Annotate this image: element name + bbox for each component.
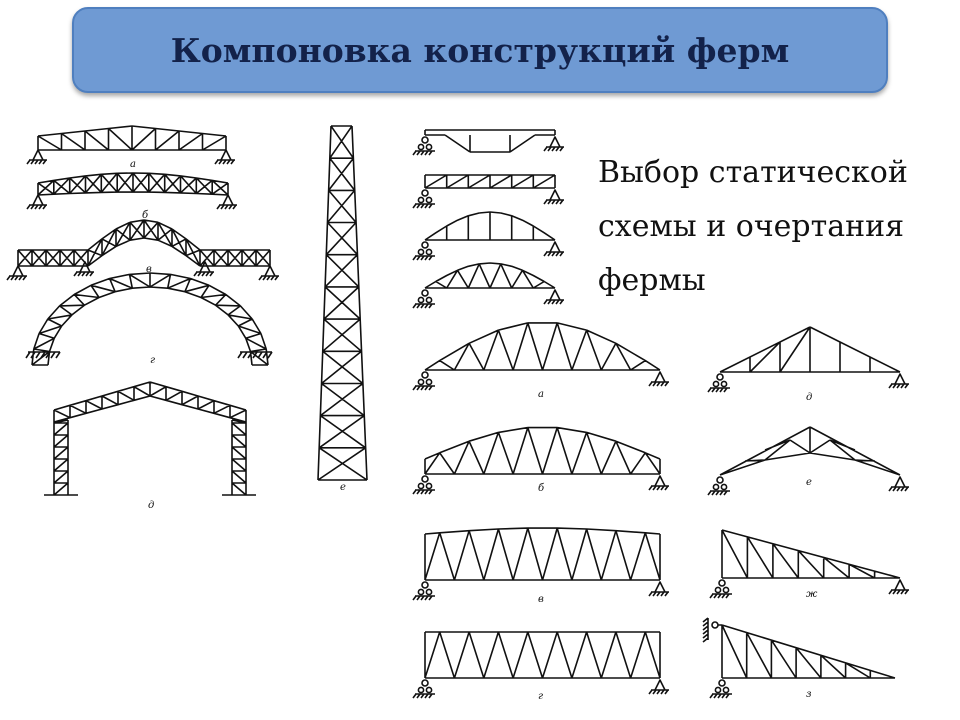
description-line-3: фермы [598, 263, 706, 298]
right-label-a: а [538, 389, 544, 400]
support-roller [421, 679, 429, 687]
support-roller [417, 588, 425, 596]
support-roller [714, 686, 722, 694]
left-label-e: е [340, 482, 346, 493]
support-roller [417, 296, 425, 304]
support-roller [421, 475, 429, 483]
right-label-g: г [538, 691, 543, 702]
support-roller [425, 196, 433, 204]
support-roller [417, 143, 425, 151]
right-label-d: д [806, 392, 812, 403]
left-label-a: а [130, 159, 136, 170]
slide-title: Компоновка конструкций ферм [170, 30, 790, 70]
support-roller [425, 248, 433, 256]
support-roller [714, 586, 722, 594]
support-roller [722, 586, 730, 594]
support-roller [722, 686, 730, 694]
support-roller [425, 686, 433, 694]
right-label-z: з [806, 689, 811, 700]
support-roller [421, 189, 429, 197]
support-roller [716, 373, 724, 381]
support-roller [421, 136, 429, 144]
left-label-v: в [146, 264, 152, 275]
support-roller [720, 483, 728, 491]
support-roller [425, 482, 433, 490]
support-roller [421, 289, 429, 297]
support-roller [425, 296, 433, 304]
support-roller [718, 579, 726, 587]
support-roller [425, 143, 433, 151]
support-roller [417, 378, 425, 386]
support-roller [425, 378, 433, 386]
right-label-b: б [538, 483, 545, 494]
support-roller [417, 482, 425, 490]
support-roller [417, 686, 425, 694]
support-roller [421, 581, 429, 589]
truss-line-art [6, 125, 909, 699]
left-label-b: б [142, 210, 149, 221]
title-banner: Компоновка конструкций ферм [72, 7, 888, 93]
support-roller [417, 196, 425, 204]
description-line-2: схемы и очертания [598, 209, 905, 244]
right-label-e: е [806, 477, 812, 488]
left-label-g: г [150, 355, 155, 366]
support-roller [421, 241, 429, 249]
left-label-d: д [148, 500, 154, 511]
support-roller [417, 248, 425, 256]
support-roller [421, 371, 429, 379]
support-roller [718, 679, 726, 687]
description-line-1: Выбор статической [598, 155, 908, 190]
support-roller [712, 483, 720, 491]
description-text: Выбор статической схемы и очертания ферм… [598, 146, 948, 308]
support-roller [711, 621, 719, 629]
support-roller [712, 380, 720, 388]
right-label-zh: ж [806, 589, 818, 600]
right-label-v: в [538, 594, 544, 605]
support-roller [720, 380, 728, 388]
support-roller [716, 476, 724, 484]
support-roller [425, 588, 433, 596]
